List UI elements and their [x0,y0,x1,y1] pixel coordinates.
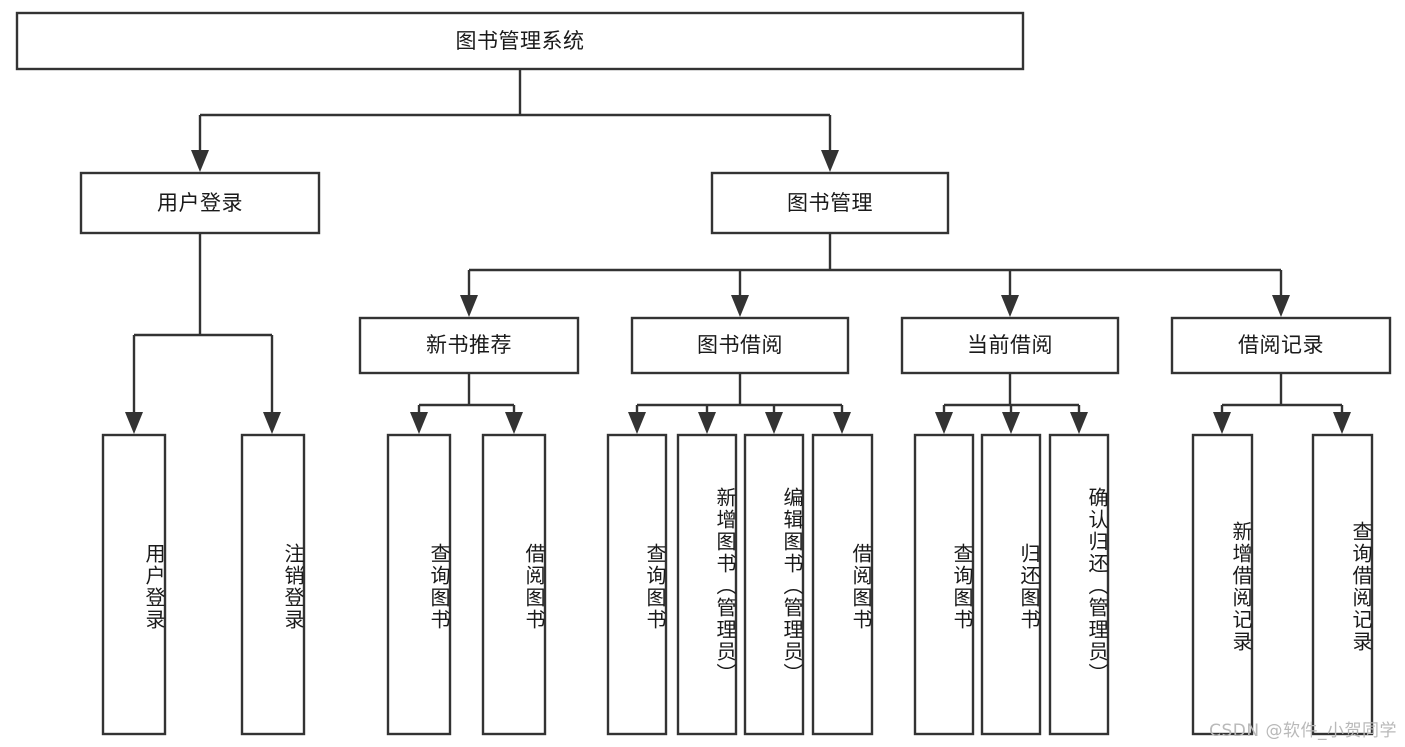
node-box-root[interactable] [15,11,1025,71]
node-box-leaf-edit-book[interactable] [743,433,805,736]
connector-borrow-to-leaves [628,373,851,434]
node-box-leaf-borrow-book-1[interactable] [481,433,547,736]
arrow-head-icon [1001,295,1019,317]
node-box-user-login[interactable] [79,171,321,235]
node-box-book-borrow[interactable] [630,316,850,375]
connector-root-to-level1 [191,69,839,172]
node-box-leaf-confirm-return[interactable] [1048,433,1110,736]
arrow-head-icon [125,412,143,434]
node-box-leaf-query-book-1[interactable] [386,433,452,736]
arrow-head-icon [1272,295,1290,317]
node-box-borrow-record[interactable] [1170,316,1392,375]
connectors-layer [125,69,1351,434]
arrow-head-icon [698,412,716,434]
arrow-head-icon [505,412,523,434]
arrow-head-icon [628,412,646,434]
node-box-current-borrow[interactable] [900,316,1120,375]
node-box-leaf-query-book-3[interactable] [913,433,975,736]
arrow-head-icon [833,412,851,434]
arrow-head-icon [731,295,749,317]
connector-current-to-leaves [935,373,1088,434]
node-box-leaf-add-book[interactable] [676,433,738,736]
csdn-watermark: CSDN @软件_小贺同学 [1209,721,1397,741]
arrow-head-icon [263,412,281,434]
arrow-head-icon [1213,412,1231,434]
node-box-leaf-query-record[interactable] [1311,433,1374,736]
arrow-head-icon [410,412,428,434]
node-box-new-book-recommend[interactable] [358,316,580,375]
node-box-leaf-logout[interactable] [240,433,306,736]
connector-record-to-leaves [1213,373,1351,434]
connector-recommend-to-leaves [410,373,523,434]
arrow-head-icon [191,150,209,172]
arrow-head-icon [1002,412,1020,434]
node-box-leaf-query-book-2[interactable] [606,433,668,736]
node-box-leaf-borrow-book-2[interactable] [811,433,874,736]
arrow-head-icon [765,412,783,434]
node-boxes-layer [15,11,1392,736]
arrow-head-icon [1333,412,1351,434]
node-box-leaf-add-record[interactable] [1191,433,1254,736]
arrow-head-icon [935,412,953,434]
node-box-book-manage[interactable] [710,171,950,235]
connector-bookmanage-to-level2 [460,233,1290,317]
connector-userlogin-to-leaves [125,233,281,434]
node-box-leaf-user-login[interactable] [101,433,167,736]
node-box-leaf-return-book[interactable] [980,433,1042,736]
arrow-head-icon [460,295,478,317]
arrow-head-icon [1070,412,1088,434]
arrow-head-icon [821,150,839,172]
